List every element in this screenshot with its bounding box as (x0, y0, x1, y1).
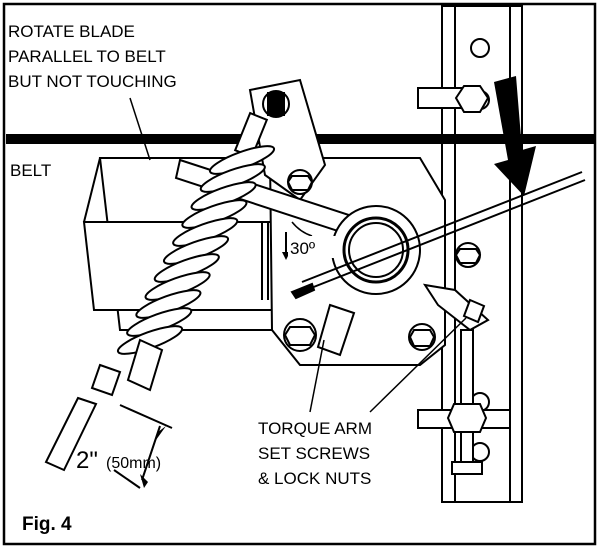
callout-line: PARALLEL TO BELT (8, 47, 166, 66)
dimension-indicator (113, 404, 173, 489)
callout-line: & LOCK NUTS (258, 469, 371, 488)
dimension-value: 2" (76, 447, 98, 474)
top-clamp-bolt (417, 85, 490, 113)
rotate-blade-callout: ROTATE BLADE PARALLEL TO BELT BUT NOT TO… (8, 22, 177, 91)
callout-line: TORQUE ARM (258, 419, 372, 438)
set-screws (316, 283, 490, 357)
upper-arm (248, 78, 327, 202)
rotate-blade-leader (129, 97, 151, 161)
torque-arm-leader (369, 317, 467, 413)
belt-label: BELT (10, 161, 51, 180)
spring-assembly (44, 111, 276, 472)
torque-arm-callout: TORQUE ARM SET SCREWS & LOCK NUTS (254, 414, 390, 490)
direction-arrow-icon (494, 76, 536, 196)
callout-line: BUT NOT TOUCHING (8, 72, 177, 91)
angle-marker: 30º (282, 221, 338, 260)
lower-threaded-rod (417, 329, 511, 475)
torque-arm-leader (309, 339, 325, 413)
figure-label: Fig. 4 (22, 514, 72, 535)
callout-line: SET SCREWS (258, 444, 370, 463)
bracket-hole (470, 38, 490, 58)
angle-label: 30º (290, 239, 315, 258)
dimension-callout: 2" (50mm) (76, 447, 161, 474)
dimension-metric: (50mm) (106, 455, 161, 472)
leader-lines (129, 97, 467, 413)
housing-bolts (283, 242, 482, 352)
torque-rod (290, 171, 586, 300)
callout-line: ROTATE BLADE (8, 22, 135, 41)
